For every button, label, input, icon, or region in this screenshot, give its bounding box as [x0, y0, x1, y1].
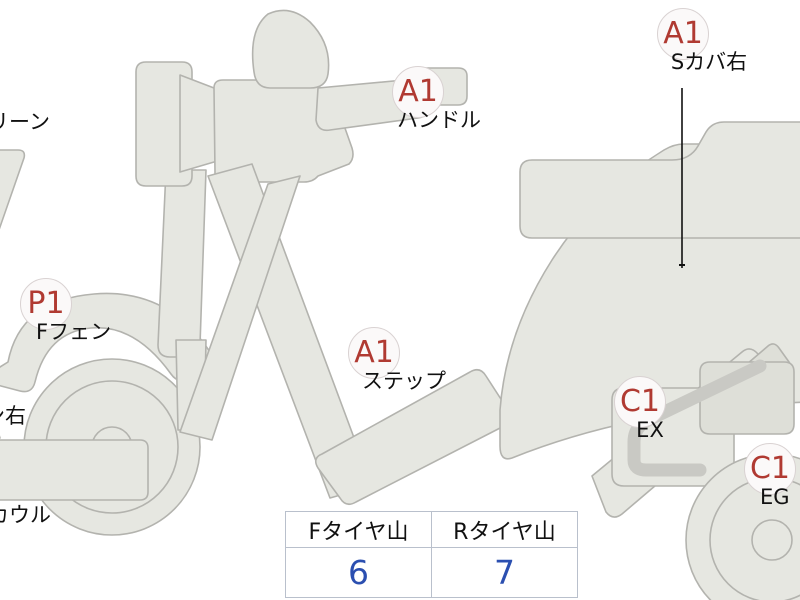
- seat: [519, 121, 800, 239]
- table-header-rear-tyre: Rタイヤ山: [431, 511, 578, 548]
- tyre-tread-table: Fタイヤ山 Rタイヤ山 6 7: [285, 511, 578, 598]
- grade-badge-exhaust[interactable]: C1: [614, 376, 666, 428]
- callout-step[interactable]: A1 ステップ: [340, 327, 460, 393]
- table-header-front-tyre: Fタイヤ山: [285, 511, 432, 548]
- callout-label-s-cover-right: Sカバ右: [670, 50, 748, 74]
- grade-badge-front-fender[interactable]: P1: [20, 278, 72, 330]
- callout-handle[interactable]: A1 ハンドル: [386, 66, 496, 132]
- callout-label-exhaust: EX: [636, 418, 664, 442]
- table-value-rear-tyre: 7: [431, 547, 578, 598]
- callout-label-front-fender: Fフェン: [36, 320, 112, 344]
- callout-label-engine: EG: [760, 485, 790, 509]
- screen-fragment: [0, 149, 26, 230]
- callout-label-handle: ハンドル: [397, 108, 481, 132]
- caption-cowl: カウル: [0, 503, 51, 527]
- callout-label-step: ステップ: [362, 369, 446, 393]
- callout-s-cover-right[interactable]: A1 Sカバ右: [655, 8, 765, 74]
- callout-front-fender[interactable]: P1 Fフェン: [20, 278, 140, 344]
- caption-winker-right: ン右: [0, 404, 26, 428]
- headlight-assembly: [135, 61, 221, 187]
- grade-badge-step[interactable]: A1: [348, 327, 400, 379]
- callout-engine[interactable]: C1 EG: [740, 443, 800, 509]
- front-cowl: [0, 435, 149, 501]
- table-value-row: 6 7: [285, 547, 578, 598]
- caption-screen: リーン: [0, 110, 50, 134]
- frame-tubes: [179, 163, 373, 499]
- grade-badge-s-cover-right[interactable]: A1: [657, 8, 709, 60]
- mirror-pad: [251, 9, 330, 89]
- table-header-row: Fタイヤ山 Rタイヤ山: [285, 511, 578, 548]
- callout-exhaust[interactable]: C1 EX: [610, 376, 690, 442]
- s-cover-leader-line: [679, 88, 685, 268]
- grade-badge-engine[interactable]: C1: [744, 443, 796, 495]
- table-value-front-tyre: 6: [285, 547, 432, 598]
- grade-badge-handle[interactable]: A1: [392, 66, 444, 118]
